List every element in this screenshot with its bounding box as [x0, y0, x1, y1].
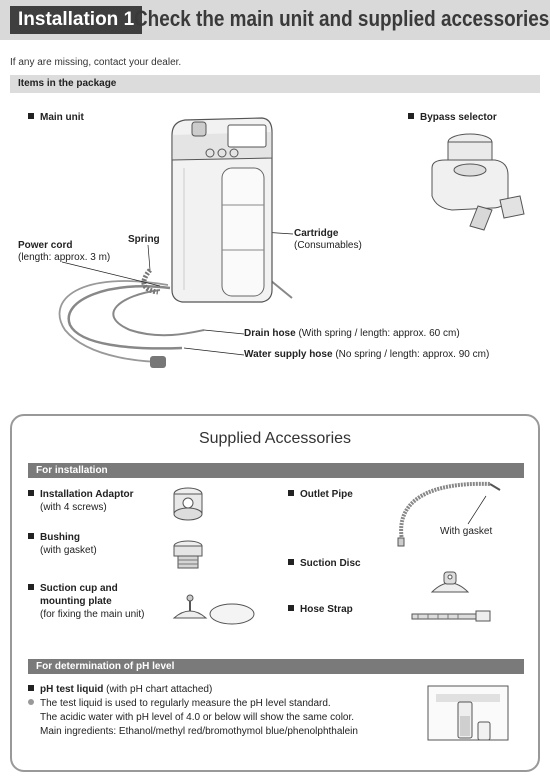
suction-cup-label-line2: mounting plate — [40, 596, 112, 607]
cartridge-detail: (Consumables) — [294, 240, 362, 251]
bullet-square-icon — [28, 533, 34, 539]
power-cord-label: Power cord — [18, 240, 73, 251]
bushing-label: Bushing — [28, 532, 80, 544]
accessories-title: Supplied Accessories — [198, 430, 352, 447]
with-gasket-label: With gasket — [440, 526, 493, 537]
display-panel-drawing — [227, 124, 267, 148]
installation-adaptor-drawing — [173, 487, 203, 521]
bullet-square-icon — [288, 490, 294, 496]
top-knob-drawing — [191, 121, 207, 137]
package-heading: Items in the package — [10, 75, 540, 93]
bypass-selector-drawing — [431, 133, 525, 231]
hose-strap-drawing — [411, 610, 491, 622]
suction-disc-label: Suction Disc — [288, 558, 361, 570]
installation-adaptor-detail: (with 4 screws) — [40, 502, 107, 513]
power-cord-drawing — [58, 280, 169, 363]
bushing-detail: (with gasket) — [40, 545, 97, 556]
main-unit-label: Main unit — [28, 112, 84, 124]
bullet-circle-icon — [28, 699, 34, 705]
installation-badge: Installation 1 — [10, 6, 143, 34]
power-cord-detail: (length: approx. 3 m) — [18, 252, 111, 263]
bushing-drawing — [173, 540, 203, 569]
bullet-square-icon — [28, 685, 34, 691]
power-plug-drawing — [150, 356, 166, 368]
ph-heading: For determination of pH level — [28, 659, 524, 674]
drain-hose-drawing — [112, 289, 205, 337]
hose-strap-label: Hose Strap — [288, 604, 353, 616]
suction-disc-drawing — [430, 571, 470, 593]
bullet-square-icon — [288, 605, 294, 611]
main-unit-illustration — [58, 117, 525, 368]
outlet-pipe-drawing — [397, 481, 501, 547]
page-header: Installation 1 Check the main unit and s… — [0, 0, 550, 40]
outlet-pipe-label: Outlet Pipe — [288, 489, 353, 501]
suction-cup-label: Suction cup and — [28, 583, 118, 595]
ph-line-1: The test liquid is used to regularly mea… — [28, 698, 331, 710]
bullet-square-icon — [28, 584, 34, 590]
spring-drawing — [141, 268, 159, 295]
water-supply-hose-drawing — [67, 284, 183, 350]
installation-adaptor-label: Installation Adaptor — [28, 489, 134, 501]
bullet-square-icon — [408, 113, 414, 119]
bullet-square-icon — [28, 113, 34, 119]
bullet-square-icon — [288, 559, 294, 565]
bypass-selector-label: Bypass selector — [408, 112, 497, 124]
cartridge-label: Cartridge — [294, 228, 339, 239]
installation-heading: For installation — [28, 463, 524, 478]
ph-test-liquid-drawing — [427, 685, 509, 741]
cartridge-drawing — [221, 167, 265, 297]
water-supply-hose-label: Water supply hose (No spring / length: a… — [244, 349, 490, 360]
drain-hose-label: Drain hose (With spring / length: approx… — [244, 328, 460, 339]
ph-line-2: The acidic water with pH level of 4.0 or… — [40, 712, 355, 723]
page-title: Check the main unit and supplied accesso… — [134, 6, 550, 31]
bullet-square-icon — [28, 490, 34, 496]
suction-cup-drawing — [172, 594, 255, 625]
supplied-accessories-box — [10, 414, 540, 772]
spring-label: Spring — [128, 234, 160, 245]
missing-items-note: If any are missing, contact your dealer. — [10, 57, 182, 68]
ph-liquid-label: pH test liquid (with pH chart attached) — [28, 684, 212, 696]
ph-line-3: Main ingredients: Ethanol/methyl red/bro… — [40, 726, 358, 737]
suction-cup-detail: (for fixing the main unit) — [40, 609, 145, 620]
